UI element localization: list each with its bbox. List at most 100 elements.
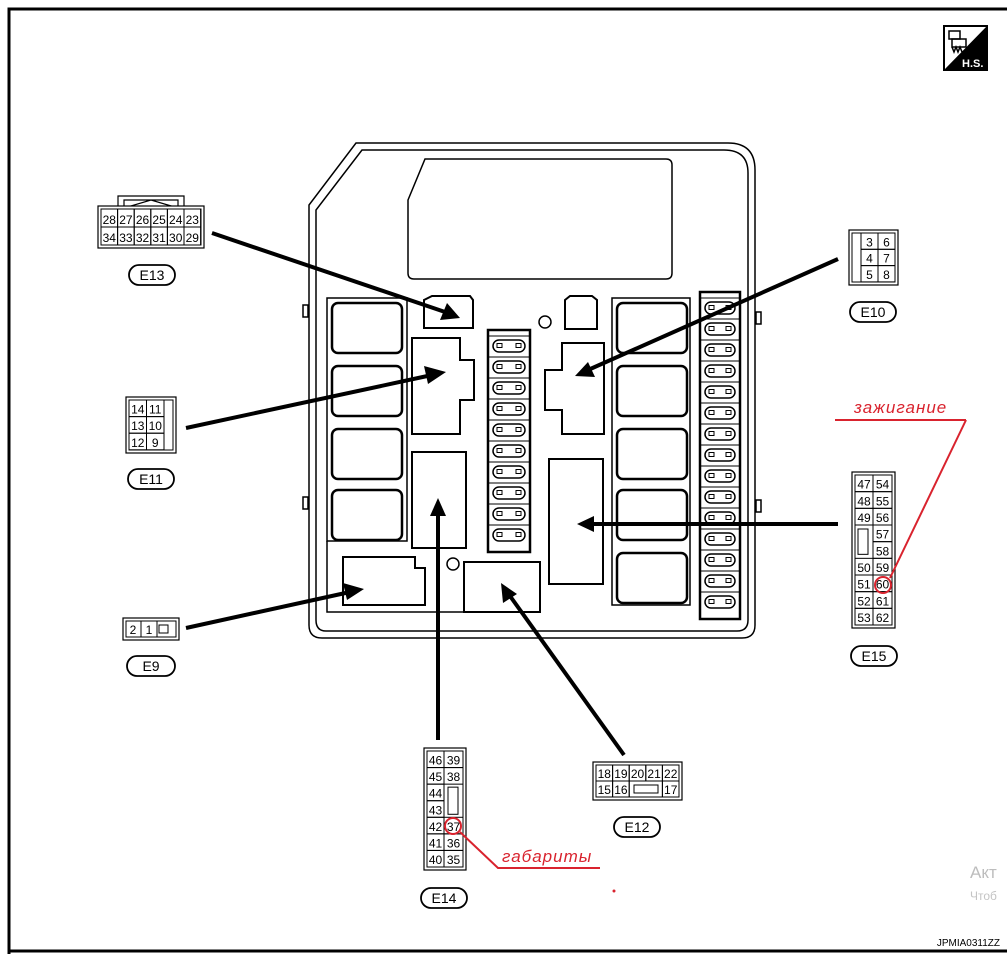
- pin-number: 45: [429, 770, 443, 784]
- socket-e11: [411, 337, 475, 435]
- socket-e10: [564, 295, 598, 330]
- svg-text:2: 2: [130, 623, 137, 637]
- pointer-arrows: [185, 231, 839, 757]
- pin-number: 43: [429, 803, 443, 817]
- pin-number: 41: [429, 836, 443, 850]
- pin-number: 25: [152, 213, 166, 227]
- pin-number: 30: [169, 231, 183, 245]
- pin-number: 62: [876, 611, 890, 625]
- pin-number: 5: [866, 268, 873, 282]
- pin-number: 46: [429, 754, 443, 768]
- pin-number: 34: [103, 231, 117, 245]
- pin-number: 61: [876, 594, 890, 608]
- pin-number: 23: [186, 213, 200, 227]
- pin-number: 21: [647, 767, 661, 781]
- svg-text:E13: E13: [140, 267, 165, 283]
- pin-number: 7: [883, 252, 890, 266]
- pin-number: 60: [876, 578, 890, 592]
- watermark-line2: Чтоб: [970, 889, 997, 903]
- pin-number: 19: [614, 767, 628, 781]
- pin-number: 17: [664, 783, 678, 797]
- fuse: [492, 339, 526, 353]
- fuse: [492, 381, 526, 395]
- pin-number: 3: [866, 235, 873, 249]
- connector-sockets: [342, 295, 605, 613]
- display-window: [407, 158, 673, 280]
- svg-text:зажигание: зажигание: [853, 398, 947, 417]
- watermark-line1: Акт: [970, 863, 997, 882]
- svg-text:E14: E14: [432, 890, 457, 906]
- harness-badge: H.S.: [943, 25, 988, 71]
- relay-column-left: [330, 301, 404, 542]
- pin-number: 16: [614, 783, 628, 797]
- socket-e10-lower: [544, 342, 605, 435]
- fuse: [492, 423, 526, 437]
- socket-e15: [548, 458, 604, 585]
- pin-number: 56: [876, 511, 890, 525]
- pin-blank: [633, 784, 659, 794]
- pin-number: 49: [857, 511, 871, 525]
- connector-label-e11: E11: [127, 468, 175, 490]
- pin-number: 50: [857, 561, 871, 575]
- pin-cell: [661, 780, 680, 798]
- socket-e9: [342, 556, 426, 606]
- socket-e14: [411, 451, 467, 549]
- pin-number: 51: [857, 578, 871, 592]
- pin-number: 29: [186, 231, 200, 245]
- pin-60-highlight: [874, 576, 892, 594]
- pin-number: 37: [447, 820, 461, 834]
- svg-text:E9: E9: [142, 658, 159, 674]
- pin-number: 35: [447, 853, 461, 867]
- pin-number: 11: [149, 403, 162, 417]
- pin-number: 39: [447, 754, 461, 768]
- pin-number: 27: [119, 213, 133, 227]
- pin-37-highlight: [444, 817, 462, 835]
- harness-connector-icon: [948, 30, 967, 55]
- pin-cell: [443, 849, 464, 868]
- pin-number: 40: [429, 853, 443, 867]
- fuse: [492, 360, 526, 374]
- pin-number: 44: [429, 787, 443, 801]
- pin-number: 26: [136, 213, 150, 227]
- pin-number: 47: [857, 478, 871, 492]
- pin-number: 42: [429, 820, 443, 834]
- pin-number: 52: [857, 594, 871, 608]
- svg-text:E11: E11: [139, 471, 163, 487]
- fuse: [492, 465, 526, 479]
- pin-cell: [183, 226, 202, 246]
- fuse: [492, 486, 526, 500]
- annotation-parking-lights: габариты: [444, 817, 616, 893]
- pin-cell: [443, 767, 464, 785]
- figure-code: JPMIA0311ZZ: [937, 938, 1000, 949]
- pin-cell: [146, 432, 165, 451]
- pin-number: 55: [876, 494, 890, 508]
- pin-number: 12: [131, 436, 145, 450]
- pin-number: 48: [857, 494, 871, 508]
- connector-label-e13: E13: [128, 264, 176, 286]
- fuse: [492, 402, 526, 416]
- annotation-ignition: зажигание: [835, 398, 967, 594]
- svg-text:E12: E12: [625, 819, 650, 835]
- pin-number: 9: [152, 436, 159, 450]
- pin-cell: [872, 607, 893, 626]
- pin-cell: [877, 265, 896, 283]
- pin-number: 31: [152, 231, 166, 245]
- pin-number: 53: [857, 611, 871, 625]
- figure-border: [7, 7, 1007, 954]
- svg-text:E10: E10: [861, 304, 886, 320]
- pin-number: 22: [664, 767, 678, 781]
- relay-column-right: [615, 301, 689, 605]
- pin-number: 36: [447, 836, 461, 850]
- svg-text:габариты: габариты: [502, 847, 592, 866]
- pin-number: 58: [876, 544, 890, 558]
- pin-number: 57: [876, 528, 890, 542]
- connector-e9[interactable]: 2 1 E9: [122, 617, 180, 677]
- pin-blank: [857, 528, 869, 555]
- pin-number: 6: [883, 235, 890, 249]
